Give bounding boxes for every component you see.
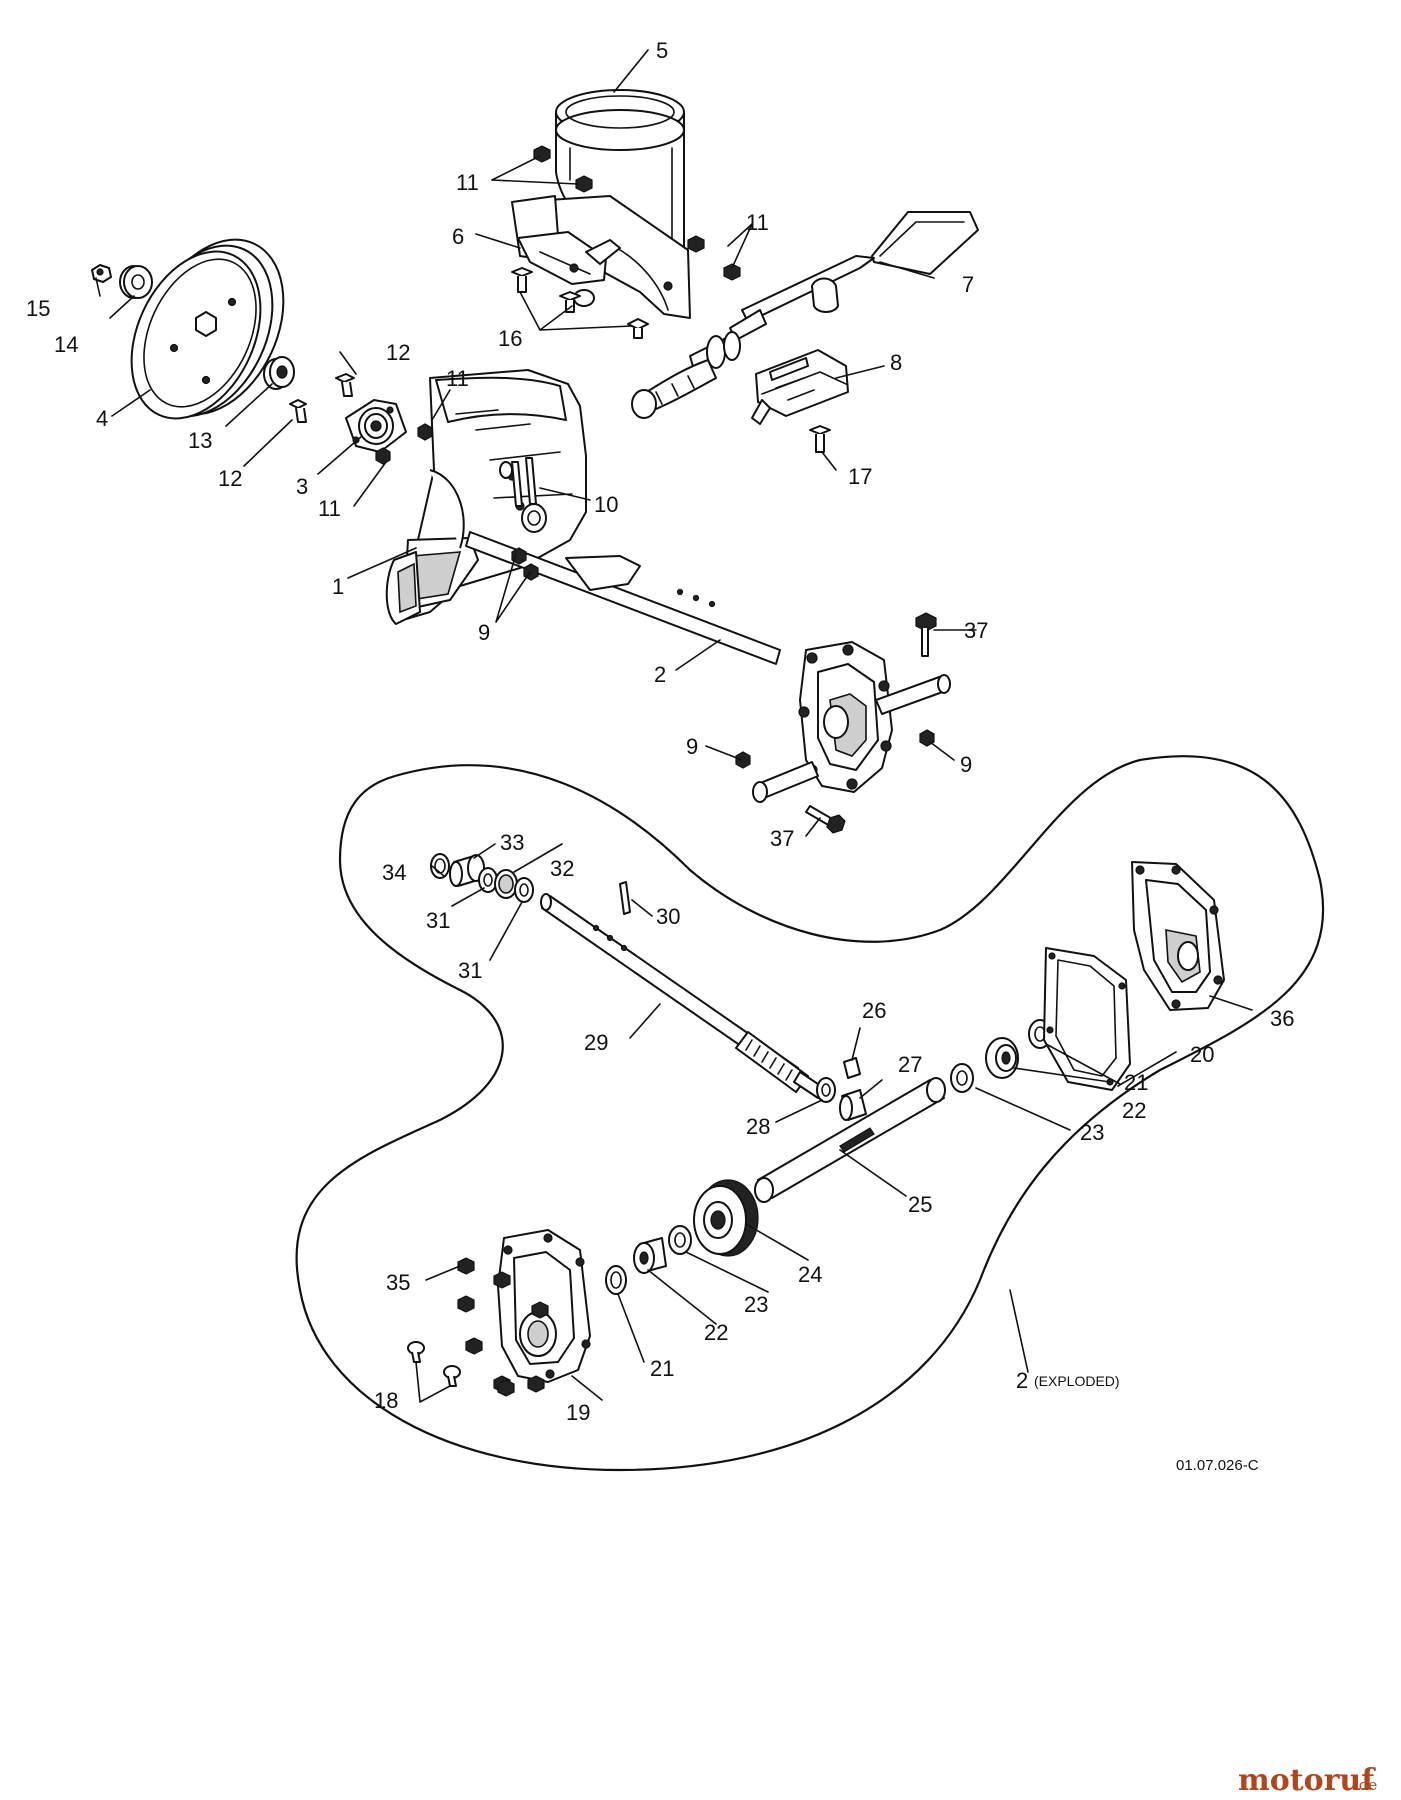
bolt-set-16 — [511, 267, 649, 339]
part-washer-23a — [950, 1063, 974, 1093]
callout-33: 33 — [500, 830, 524, 855]
leader-lines — [95, 49, 1253, 1403]
callout-29: 29 — [584, 1030, 608, 1055]
callout-9c: 9 — [960, 752, 972, 777]
exploded-tag: (EXPLODED) — [1034, 1373, 1120, 1389]
part-nut-15 — [91, 264, 112, 283]
part-bushing-22b — [633, 1237, 667, 1274]
callout-11d: 11 — [318, 496, 341, 521]
part-control-rod — [631, 211, 979, 419]
callout-28: 28 — [746, 1114, 770, 1139]
bolt-set-35 — [457, 1257, 549, 1397]
callout-8: 8 — [890, 350, 902, 375]
callout-11b: 11 — [746, 210, 769, 235]
pin-set-10 — [499, 457, 537, 507]
watermark-logo: motoruf .de — [1238, 1763, 1377, 1798]
callout-12a: 12 — [386, 340, 410, 365]
callout-21a: 21 — [1124, 1070, 1148, 1095]
callout-11a: 11 — [456, 170, 479, 195]
part-worm-gear-24 — [693, 1179, 759, 1257]
callout-14: 14 — [54, 332, 78, 357]
callout-11c: 11 — [446, 366, 469, 391]
callout-25: 25 — [908, 1192, 932, 1217]
callout-34: 34 — [382, 860, 406, 885]
callout-31a: 31 — [426, 908, 450, 933]
callout-1: 1 — [332, 574, 344, 599]
callout-19: 19 — [566, 1400, 590, 1425]
plug-set-18 — [407, 1341, 461, 1387]
part-auger-housing — [385, 369, 587, 625]
callout-31b: 31 — [458, 958, 482, 983]
callout-22a: 22 — [1122, 1098, 1146, 1123]
part-washer-23b — [668, 1225, 692, 1255]
part-roll-pin-30 — [619, 881, 631, 915]
callout-15: 15 — [26, 296, 50, 321]
callout-10: 10 — [594, 492, 618, 517]
callout-2-exploded: 2 — [1016, 1368, 1028, 1393]
callout-32: 32 — [550, 856, 574, 881]
part-bearing-32 — [494, 869, 518, 899]
callout-9b: 9 — [686, 734, 698, 759]
callout-35: 35 — [386, 1270, 410, 1295]
exploded-view-boundary — [295, 755, 1325, 1472]
part-snap-ring-34 — [430, 853, 450, 879]
part-bushing-27 — [839, 1089, 867, 1121]
callout-26: 26 — [862, 998, 886, 1023]
callout-37b: 37 — [770, 826, 794, 851]
part-washer-28 — [816, 1077, 836, 1103]
callout-21b: 21 — [650, 1356, 674, 1381]
callout-6: 6 — [452, 224, 464, 249]
part-bracket — [517, 231, 621, 285]
part-key-26 — [843, 1057, 861, 1079]
callout-labels: 5 11 11 6 16 7 8 17 15 14 4 13 12 12 3 1… — [26, 38, 1294, 1425]
part-bushing-22a — [985, 1037, 1019, 1079]
callout-22b: 22 — [704, 1320, 728, 1345]
callout-18: 18 — [374, 1388, 398, 1413]
part-chute-adapter — [511, 89, 691, 319]
callout-13: 13 — [188, 428, 212, 453]
part-output-shaft-25 — [754, 1077, 946, 1203]
part-washer-31b — [514, 877, 534, 903]
bolt-set-12 — [289, 373, 355, 423]
callout-17: 17 — [848, 464, 872, 489]
callout-30: 30 — [656, 904, 680, 929]
nut-set-chute — [533, 145, 741, 281]
callout-5: 5 — [656, 38, 668, 63]
callout-23b: 23 — [744, 1292, 768, 1317]
callout-9a: 9 — [478, 620, 490, 645]
callout-23a: 23 — [1080, 1120, 1104, 1145]
callout-20: 20 — [1190, 1042, 1214, 1067]
part-clip-bracket — [751, 349, 849, 425]
part-seal-21b — [605, 1265, 627, 1295]
callout-37a: 37 — [964, 618, 988, 643]
callout-16: 16 — [498, 326, 522, 351]
part-gear-housing-36 — [1131, 861, 1225, 1011]
part-bearing-13 — [263, 356, 295, 390]
drawing-reference: 01.07.026-C — [1176, 1457, 1259, 1474]
part-bearing-14 — [119, 265, 153, 299]
callout-27: 27 — [898, 1052, 922, 1077]
callout-7: 7 — [962, 272, 974, 297]
part-bearing-flange — [345, 399, 407, 453]
callout-36: 36 — [1270, 1006, 1294, 1031]
watermark-tld: .de — [1354, 1776, 1377, 1794]
bolt-17 — [809, 425, 831, 453]
callout-4: 4 — [96, 406, 108, 431]
callout-24: 24 — [798, 1262, 822, 1287]
part-gasket-20 — [1043, 947, 1131, 1091]
part-pulley — [130, 238, 285, 420]
callout-3: 3 — [296, 474, 308, 499]
callout-2: 2 — [654, 662, 666, 687]
watermark-brand: motoruf — [1238, 1763, 1376, 1798]
part-bushing-33 — [449, 854, 485, 887]
callout-12b: 12 — [218, 466, 242, 491]
part-gearbox-assembly — [465, 531, 951, 803]
